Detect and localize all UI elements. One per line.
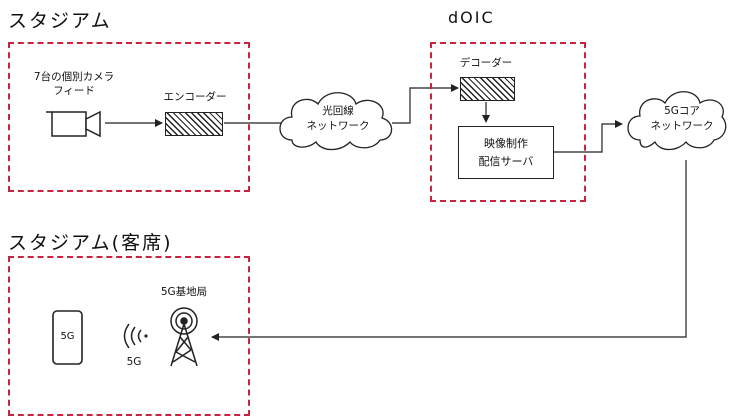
stadium-seats-region-box	[8, 256, 250, 416]
encoder-device	[165, 112, 223, 136]
doic-region-box	[430, 42, 586, 202]
fiber-network-label: 光回線 ネットワーク	[296, 104, 380, 134]
core-network-label-line2: ネットワーク	[650, 120, 714, 133]
base-station-antenna-icon	[170, 307, 198, 367]
fiber-network-label-line2: ネットワーク	[306, 120, 370, 133]
camera-feed-label-line1: 7台の個別カメラ	[33, 71, 115, 83]
stadium-region-box	[8, 42, 250, 192]
video-production-server-line2: 配信サーバ	[478, 154, 534, 168]
smartphone-icon	[52, 310, 83, 365]
fiber-network-cloud-icon	[279, 92, 393, 151]
camera-feed-label-line2: フィード	[53, 85, 95, 98]
smartphone-5g-label: 5G	[60, 331, 75, 342]
wireless-signal-icon	[123, 323, 148, 349]
video-production-server-line1: 映像制作	[484, 137, 528, 151]
doic-title: dOIC	[448, 8, 495, 27]
core-network-label-line1: 5Gコア	[664, 105, 700, 117]
fiber-network-label-line1: 光回線	[322, 105, 354, 117]
decoder-label: デコーダー	[459, 57, 513, 69]
wireless-5g-label: 5G	[126, 356, 142, 368]
arrow-core-to-base-station	[211, 160, 687, 341]
video-production-server: 映像制作 配信サーバ	[458, 126, 554, 179]
decoder-device	[460, 77, 515, 101]
stadium-seats-title: スタジアム(客席)	[8, 232, 173, 254]
stadium-title: スタジアム	[8, 10, 112, 32]
arrow-fiber-to-decoder	[392, 84, 459, 124]
core-network-label: 5Gコア ネットワーク	[642, 104, 722, 134]
base-station-label: 5G基地局	[160, 286, 208, 298]
camera-feed-label: 7台の個別カメラ フィード	[26, 70, 122, 98]
arrow-server-to-core	[554, 120, 623, 153]
video-camera-icon	[46, 110, 101, 138]
core-network-cloud-icon	[627, 91, 727, 151]
encoder-label: エンコーダー	[163, 91, 227, 103]
